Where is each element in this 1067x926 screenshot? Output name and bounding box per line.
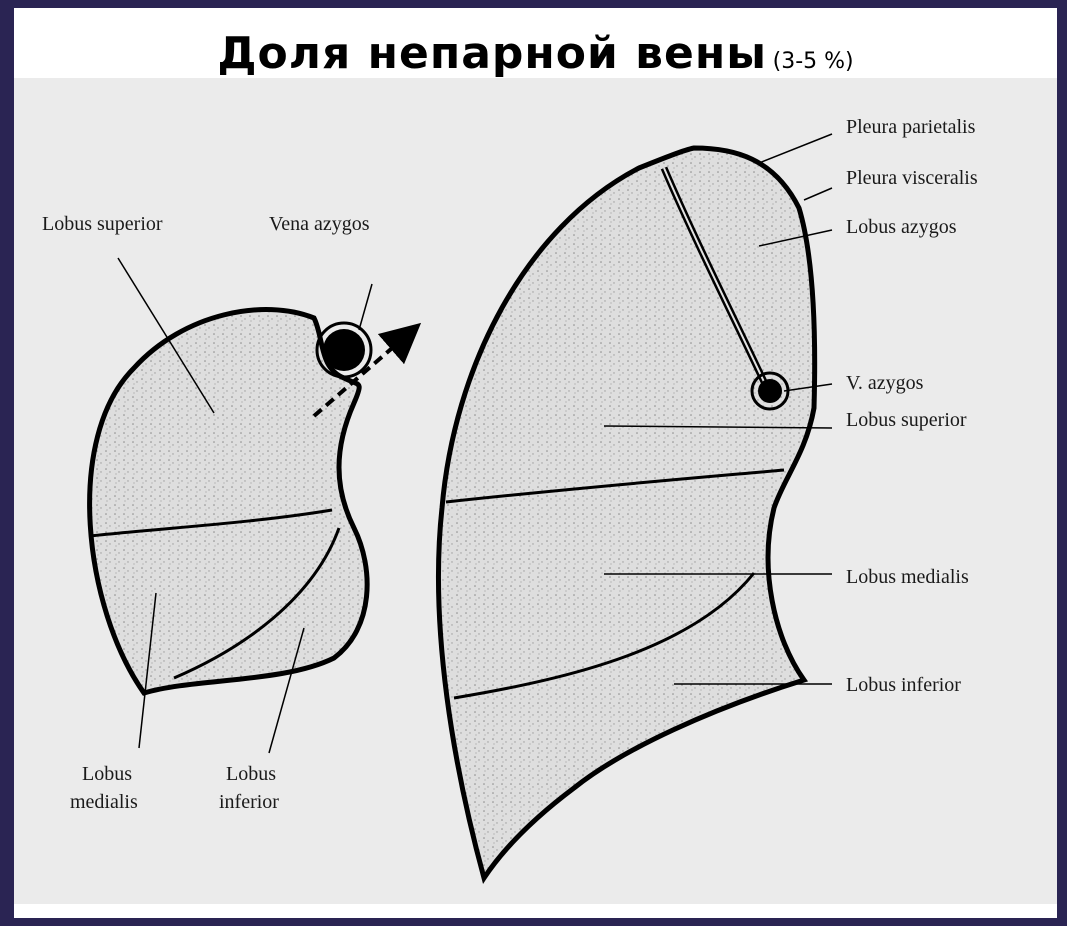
slide: Доля непарной вены (3-5 %) bbox=[14, 8, 1057, 918]
label-right-lobus-superior: Lobus superior bbox=[846, 409, 967, 431]
lung-diagram: Lobus superior Vena azygos Lobus mediali… bbox=[14, 8, 1057, 918]
v-azygos-vessel bbox=[758, 379, 782, 403]
label-left-lobus-inferior-1: Lobus bbox=[226, 763, 276, 785]
vena-azygos-vessel bbox=[323, 329, 365, 371]
label-left-lobus-medialis-2: medialis bbox=[70, 791, 138, 813]
label-right-lobus-inferior: Lobus inferior bbox=[846, 674, 961, 696]
label-pleura-parietalis: Pleura parietalis bbox=[846, 116, 976, 138]
label-left-lobus-superior: Lobus superior bbox=[42, 213, 163, 235]
large-lung bbox=[438, 148, 814, 878]
small-lung bbox=[90, 310, 406, 693]
label-left-lobus-inferior-2: inferior bbox=[219, 791, 279, 813]
label-left-lobus-medialis-1: Lobus bbox=[82, 763, 132, 785]
label-right-lobus-medialis: Lobus medialis bbox=[846, 566, 969, 588]
label-vena-azygos: Vena azygos bbox=[269, 213, 370, 235]
label-pleura-visceralis: Pleura visceralis bbox=[846, 167, 978, 189]
large-lung-outline bbox=[438, 148, 814, 878]
label-lobus-azygos: Lobus azygos bbox=[846, 216, 957, 238]
label-v-azygos: V. azygos bbox=[846, 372, 924, 394]
small-lung-outline bbox=[90, 310, 368, 693]
